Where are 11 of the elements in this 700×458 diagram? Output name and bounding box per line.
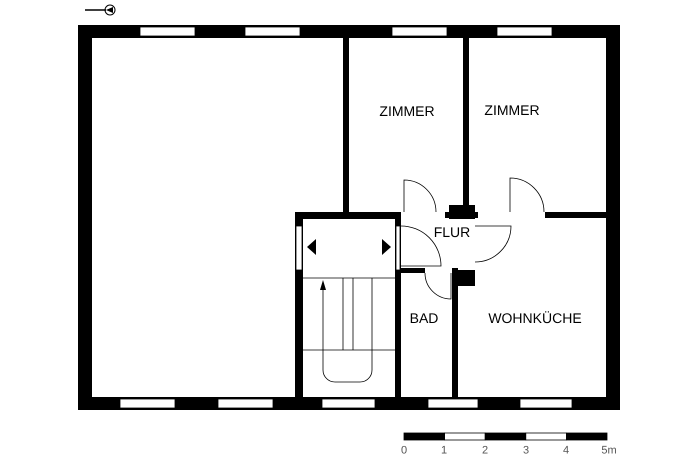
room-label: ZIMMER	[484, 103, 540, 117]
scale-label: 2	[482, 446, 488, 456]
scale-label: 0	[400, 446, 408, 456]
room-label: WOHNKÜCHE	[488, 311, 582, 325]
room-label: ZIMMER	[379, 104, 435, 118]
scale-label: 5m	[601, 446, 617, 456]
room-label: BAD	[410, 311, 438, 325]
scale-label: 1	[440, 446, 448, 456]
scale-label: 4	[562, 446, 570, 456]
room-label: FLUR	[434, 225, 470, 239]
scale-label: 3	[522, 446, 530, 456]
